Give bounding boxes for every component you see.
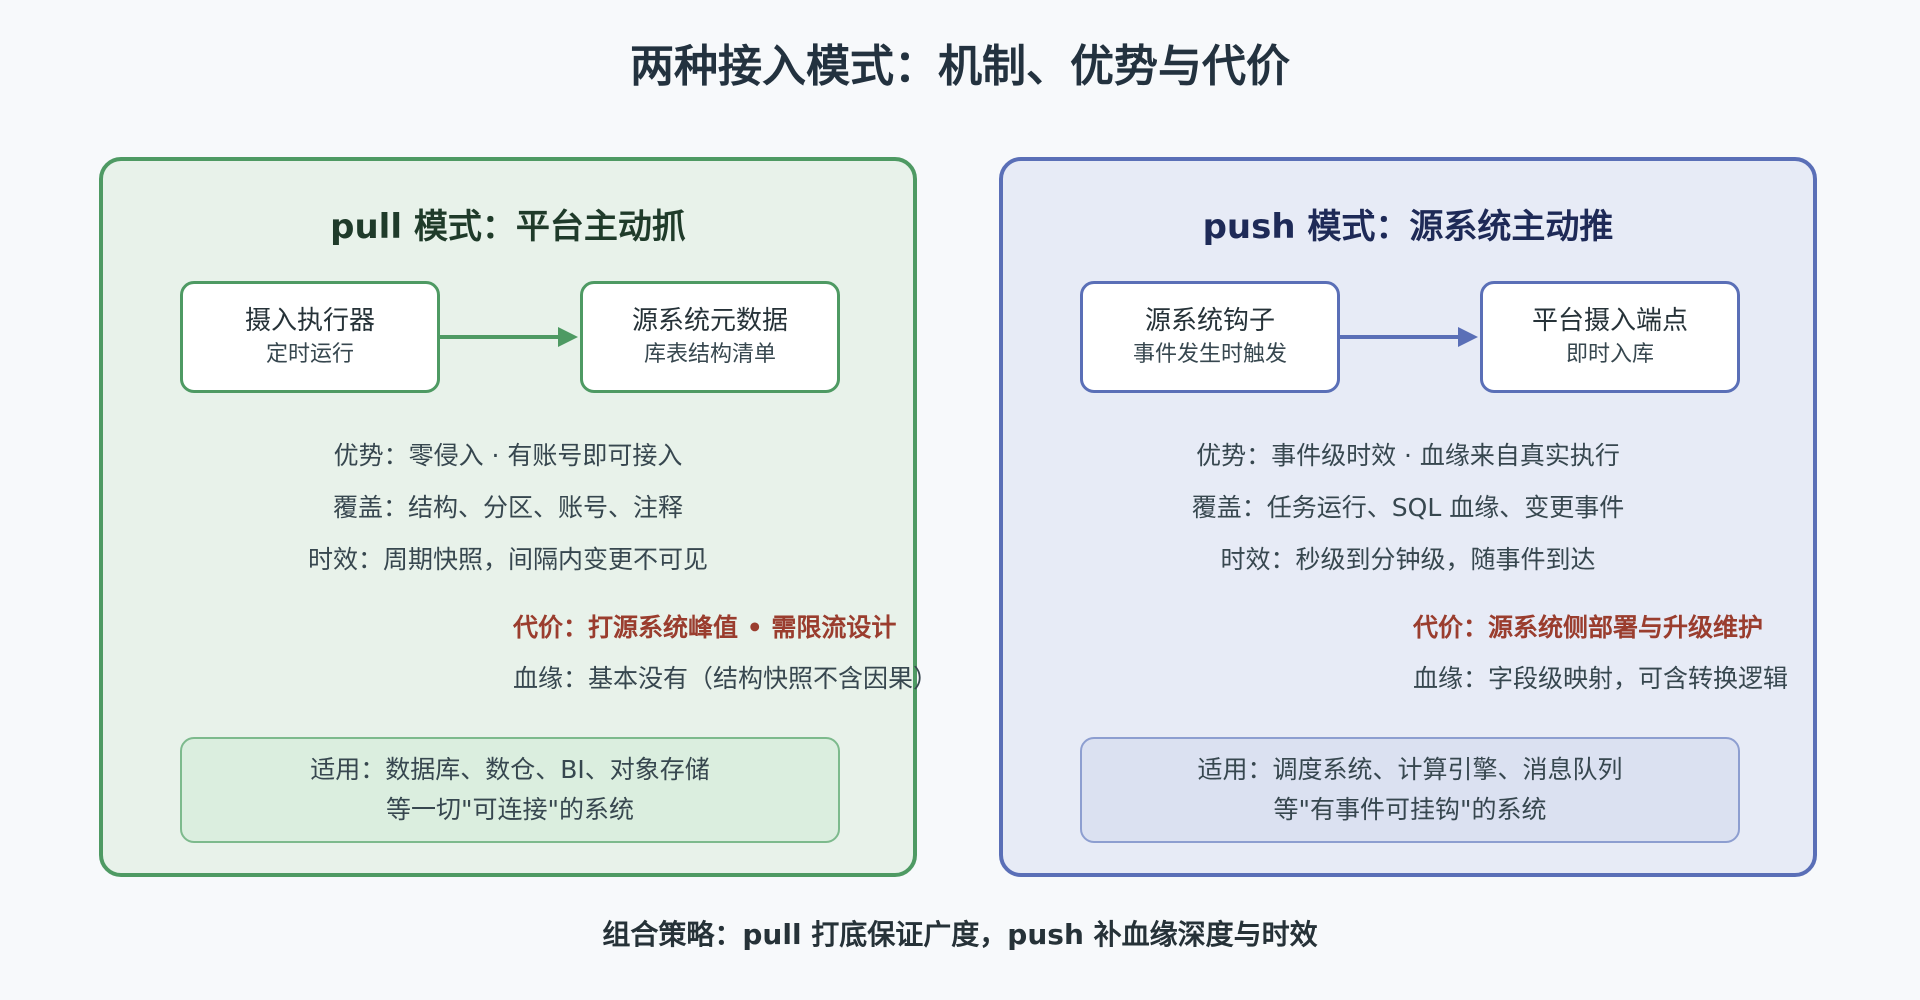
pull-node-source-metadata-sub: 库表结构清单: [643, 342, 776, 367]
pull-advantage: 优势：零侵入 · 有账号即可接入: [333, 441, 683, 470]
push-panel: push 模式：源系统主动推 源系统钩子 事件发生时触发 平台摄入端点 即时入库…: [999, 157, 1817, 877]
pull-panel: pull 模式：平台主动抓 摄入执行器 定时运行 源系统元数据 库表结构清单 优…: [99, 157, 938, 877]
pull-cost: 代价：打源系统峰值 • 需限流设计: [513, 613, 897, 642]
push-node-hook: 源系统钩子 事件发生时触发: [1080, 281, 1340, 393]
pull-coverage: 覆盖：结构、分区、账号、注释: [332, 493, 683, 522]
pull-node-executor-label: 摄入执行器: [244, 306, 375, 336]
pull-apply-line2: 等一切"可连接"的系统: [386, 795, 634, 824]
footer-strategy: 组合策略：pull 打底保证广度，push 补血缘深度与时效: [602, 918, 1318, 951]
push-arrow-icon: [1340, 327, 1478, 347]
push-node-hook-sub: 事件发生时触发: [1132, 342, 1287, 367]
push-coverage: 覆盖：任务运行、SQL 血缘、变更事件: [1191, 493, 1625, 522]
pull-node-executor: 摄入执行器 定时运行: [180, 281, 440, 393]
pull-node-executor-sub: 定时运行: [265, 342, 354, 367]
pull-lineage: 血缘：基本没有（结构快照不含因果）: [513, 664, 939, 693]
pull-apply-box: 适用：数据库、数仓、BI、对象存储 等一切"可连接"的系统: [180, 737, 840, 843]
push-panel-title: push 模式：源系统主动推: [1202, 207, 1614, 247]
pull-arrow-icon: [440, 327, 578, 347]
push-apply-line1: 适用：调度系统、计算引擎、消息队列: [1197, 755, 1623, 784]
push-node-endpoint-label: 平台摄入端点: [1531, 306, 1688, 336]
diagram-title: 两种接入模式：机制、优势与代价: [630, 41, 1290, 92]
push-node-endpoint-sub: 即时入库: [1565, 342, 1654, 367]
pull-timeliness: 时效：周期快照，间隔内变更不可见: [307, 545, 708, 574]
push-advantage: 优势：事件级时效 · 血缘来自真实执行: [1196, 441, 1620, 470]
pull-node-source-metadata-label: 源系统元数据: [631, 306, 788, 336]
push-lineage: 血缘：字段级映射，可含转换逻辑: [1413, 664, 1789, 693]
push-apply-line2: 等"有事件可挂钩"的系统: [1273, 795, 1547, 824]
pull-apply-line1: 适用：数据库、数仓、BI、对象存储: [310, 755, 710, 784]
push-node-endpoint: 平台摄入端点 即时入库: [1480, 281, 1740, 393]
pull-node-source-metadata: 源系统元数据 库表结构清单: [580, 281, 840, 393]
push-cost: 代价：源系统侧部署与升级维护: [1413, 613, 1764, 642]
push-apply-box: 适用：调度系统、计算引擎、消息队列 等"有事件可挂钩"的系统: [1080, 737, 1740, 843]
push-timeliness: 时效：秒级到分钟级，随事件到达: [1220, 545, 1596, 574]
pull-panel-title: pull 模式：平台主动抓: [330, 207, 686, 247]
push-node-hook-label: 源系统钩子: [1144, 306, 1275, 336]
